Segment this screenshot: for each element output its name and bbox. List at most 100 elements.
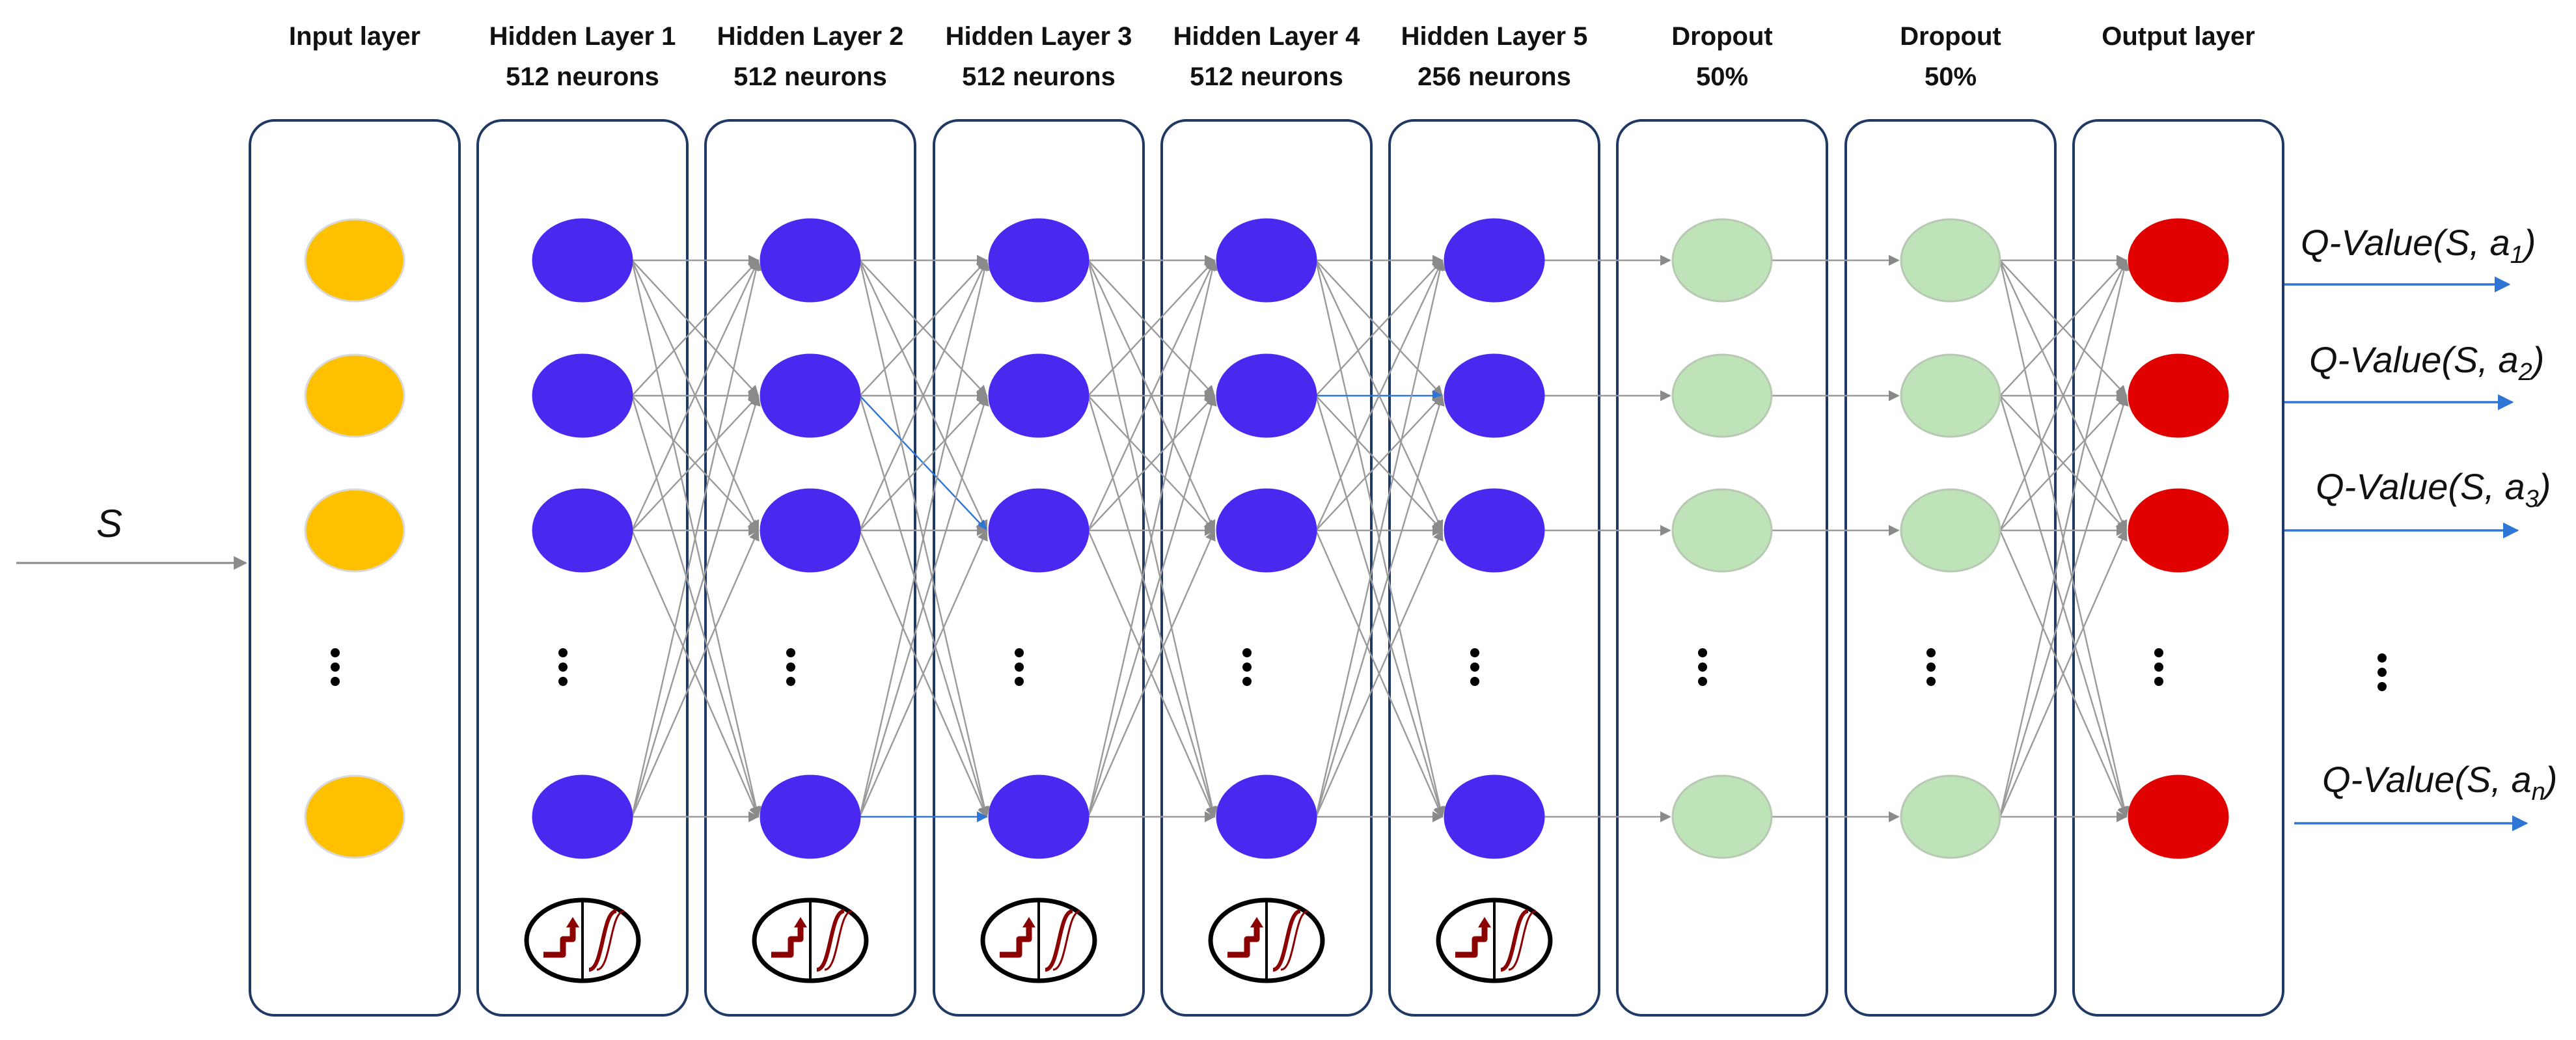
activation-function-icon [1436, 897, 1553, 983]
q-value-label-3: Q-Value(S, a3) [2316, 465, 2551, 513]
ellipsis-dot-hidden3-1 [1015, 648, 1024, 657]
node-input-1 [304, 218, 405, 303]
q-value-action-index: 2 [2518, 359, 2532, 387]
node-hidden1-3 [532, 488, 633, 573]
connection-hidden2-3-to-1 [858, 259, 988, 531]
layer-title: Hidden Layer 4 [1173, 22, 1360, 51]
q-value-action-index: 1 [2510, 241, 2524, 269]
layer-header-input: Input layer [244, 16, 465, 57]
connection-hidden3-2-to-1 [1088, 259, 1216, 396]
layer-header-hidden5: Hidden Layer 5 256 neurons [1384, 16, 1605, 97]
node-hidden4-4 [1216, 774, 1317, 859]
ellipsis-dot-output-3 [2154, 677, 2163, 686]
connection-hidden4-4-to-3 [1315, 529, 1444, 817]
q-value-action-index: n [2531, 778, 2545, 806]
ellipsis-dot-hidden1-1 [558, 648, 568, 657]
layer-title: Hidden Layer 3 [945, 22, 1132, 51]
q-value-prefix: Q-Value(S, a [2301, 222, 2510, 263]
ellipsis-dot-hidden5-2 [1470, 663, 1479, 672]
node-dropout2-1 [1900, 218, 2001, 303]
ellipsis-dot-hidden2-1 [786, 648, 795, 657]
ellipsis-dot-hidden5-3 [1470, 677, 1479, 686]
ellipsis-dot-hidden2-2 [786, 663, 795, 672]
ellipsis-dot-hidden2-3 [786, 677, 795, 686]
activation-function-icon [752, 897, 869, 983]
connection-hidden4-2-to-1 [1315, 259, 1444, 396]
layer-title: Hidden Layer 5 [1401, 22, 1588, 51]
node-hidden4-2 [1216, 353, 1317, 438]
connection-hidden1-3-to-1 [631, 259, 760, 531]
layer-subtitle: 512 neurons [962, 62, 1116, 91]
ellipsis-dot-input-2 [331, 663, 340, 672]
connection-hidden3-3-to-2 [1088, 394, 1216, 531]
layer-header-dropout1: Dropout 50% [1611, 16, 1833, 97]
q-value-suffix: ) [2532, 339, 2545, 380]
ellipsis-dot-output-2 [2154, 663, 2163, 672]
layer-subtitle: 512 neurons [1190, 62, 1343, 91]
node-hidden2-3 [760, 488, 861, 573]
node-dropout1-3 [1671, 488, 1773, 573]
layer-title: Dropout [1671, 22, 1773, 51]
ellipsis-dot-hidden3-2 [1015, 663, 1024, 672]
layer-title: Dropout [1900, 22, 2001, 51]
node-hidden1-1 [532, 218, 633, 303]
connection-hidden2-4-to-1 [858, 259, 990, 817]
q-value-suffix: ) [2545, 759, 2558, 800]
activation-function-icon [524, 897, 641, 983]
node-input-2 [304, 353, 405, 438]
q-value-suffix: ) [2523, 222, 2536, 263]
layer-subtitle: 50% [1695, 62, 1749, 91]
connection-dropout2-4-to-3 [1999, 529, 2128, 817]
layer-subtitle: 512 neurons [506, 62, 659, 91]
layer-title: Hidden Layer 1 [489, 22, 676, 51]
node-hidden3-1 [988, 218, 1089, 303]
layer-header-output: Output layer [2068, 16, 2289, 57]
connection-hidden3-3-to-1 [1087, 259, 1216, 531]
node-hidden3-2 [988, 353, 1089, 438]
connection-dropout2-2-to-1 [1999, 259, 2128, 396]
node-dropout1-2 [1671, 353, 1773, 438]
layer-header-hidden1: Hidden Layer 1 512 neurons [472, 16, 693, 97]
ellipsis-dot-dropout1-2 [1698, 663, 1707, 672]
node-output-1 [2128, 218, 2229, 303]
node-hidden4-1 [1216, 218, 1317, 303]
q-value-prefix: Q-Value(S, a [2316, 466, 2525, 507]
node-hidden5-2 [1444, 353, 1545, 438]
node-hidden5-4 [1444, 774, 1545, 859]
connection-hidden1-3-to-2 [631, 394, 760, 531]
node-hidden5-1 [1444, 218, 1545, 303]
connection-hidden2-3-to-2 [859, 394, 988, 531]
output-ellipsis-dot-1 [2377, 653, 2387, 663]
ellipsis-dot-dropout2-3 [1926, 677, 1936, 686]
ellipsis-dot-hidden3-3 [1015, 677, 1024, 686]
connection-hidden2-4-to-2 [858, 394, 989, 817]
ellipsis-dot-hidden4-1 [1242, 648, 1252, 657]
connection-hidden1-4-to-1 [631, 259, 761, 817]
node-hidden3-3 [988, 488, 1089, 573]
node-dropout1-1 [1671, 218, 1773, 303]
connection-dropout2-3-to-1 [1999, 259, 2128, 531]
ellipsis-dot-input-1 [331, 648, 340, 657]
connection-hidden4-4-to-1 [1315, 259, 1446, 817]
ellipsis-dot-hidden4-3 [1242, 677, 1252, 686]
ellipsis-dot-input-3 [331, 677, 340, 686]
node-hidden3-4 [988, 774, 1089, 859]
ellipsis-dot-dropout2-1 [1926, 648, 1936, 657]
q-value-label-1: Q-Value(S, a1) [2301, 221, 2536, 269]
node-hidden1-2 [532, 353, 633, 438]
node-dropout2-3 [1900, 488, 2001, 573]
node-hidden2-1 [760, 218, 861, 303]
ellipsis-dot-dropout2-2 [1926, 663, 1936, 672]
q-value-prefix: Q-Value(S, a [2309, 339, 2519, 380]
ellipsis-dot-output-1 [2154, 648, 2163, 657]
q-value-label-2: Q-Value(S, a2) [2309, 338, 2544, 387]
activation-function-icon [1208, 897, 1325, 983]
node-hidden4-3 [1216, 488, 1317, 573]
node-input-3 [304, 488, 405, 573]
q-value-suffix: ) [2538, 466, 2551, 507]
ellipsis-dot-hidden4-2 [1242, 663, 1252, 672]
layer-subtitle: 256 neurons [1418, 62, 1571, 91]
